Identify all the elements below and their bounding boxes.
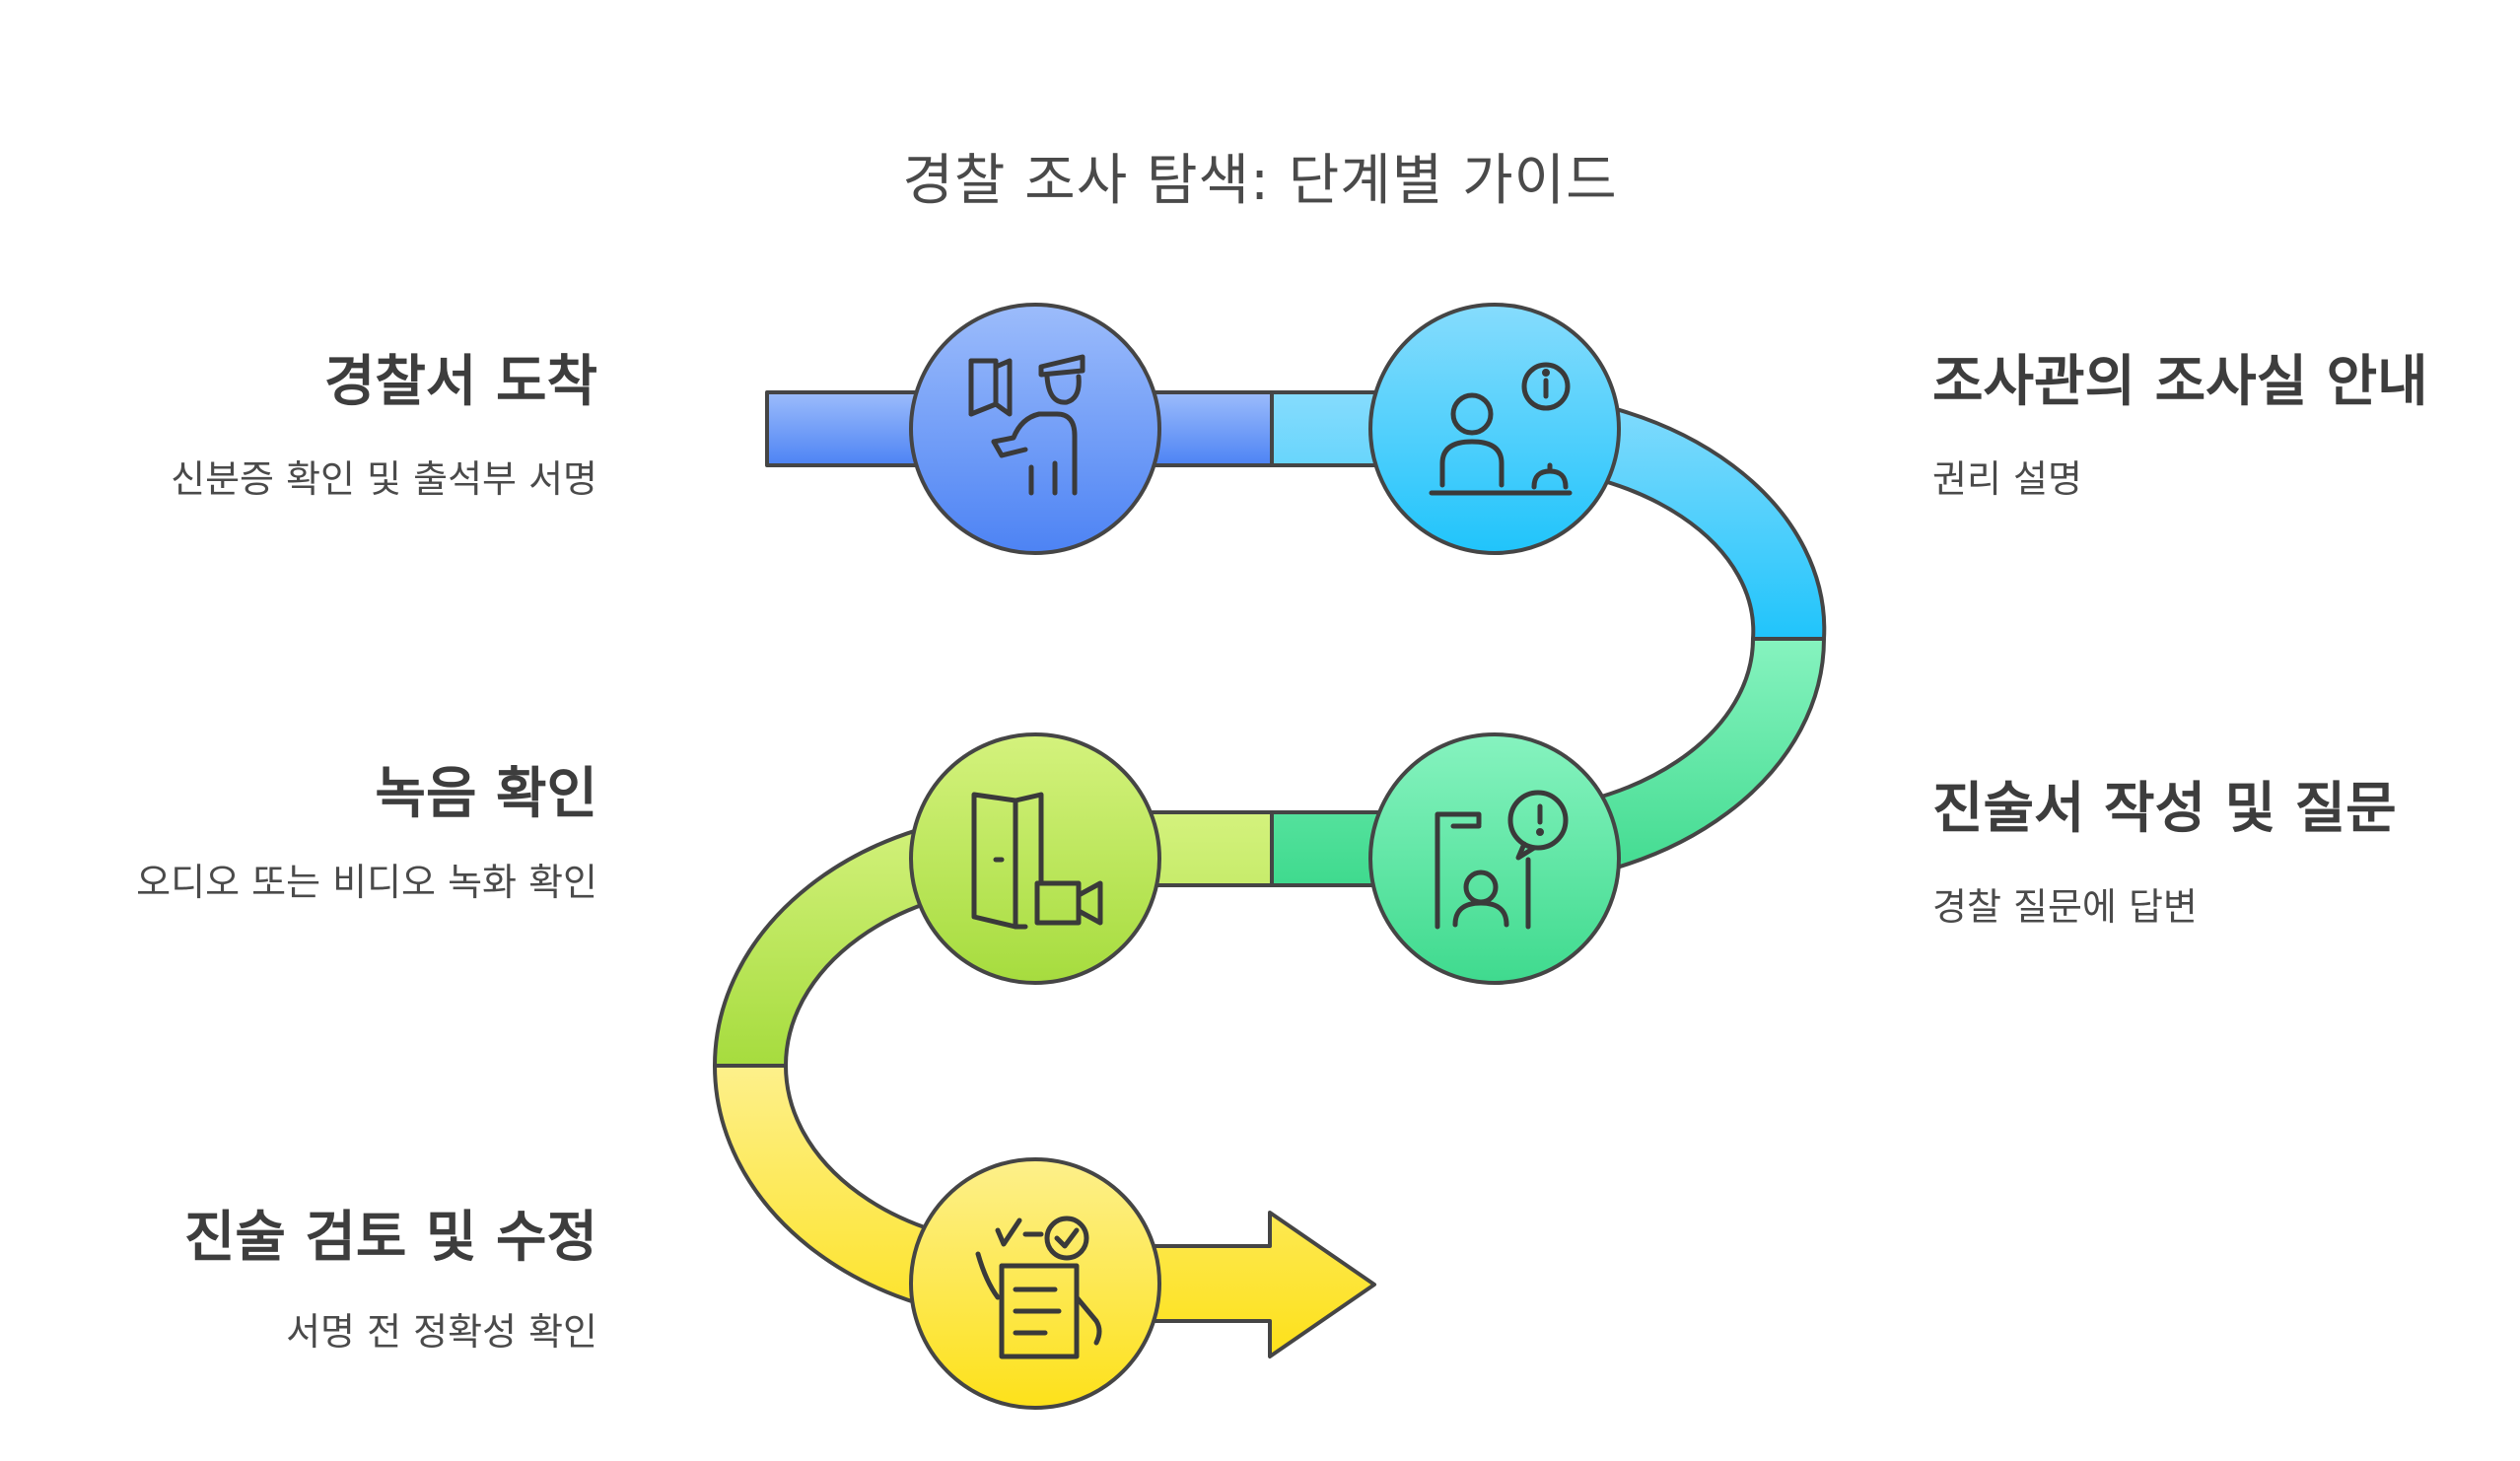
page-title: 경찰 조사 탐색: 단계별 가이드 (902, 149, 1618, 213)
step-1-title: 경찰서 도착 (323, 350, 597, 414)
step-1-circle (909, 303, 1161, 555)
step-5-description: 서명 전 정확성 확인 (286, 1310, 597, 1354)
reception-desk-info-icon (1429, 362, 1573, 496)
step-5-circle (909, 1157, 1161, 1410)
step-4-circle (909, 732, 1161, 985)
door-video-camera-icon (971, 792, 1103, 930)
step-3-title: 진술서 작성 및 질문 (1932, 777, 2397, 841)
step-5-band (713, 1064, 1376, 1358)
step-3-description: 경찰 질문에 답변 (1932, 885, 2198, 929)
step-2-circle (1368, 303, 1621, 555)
person-question-icon (1435, 790, 1569, 930)
step-4-description: 오디오 또는 비디오 녹화 확인 (136, 861, 597, 904)
step-5-title: 진술 검토 및 수정 (183, 1206, 597, 1270)
step-2-description: 권리 설명 (1932, 457, 2082, 501)
checklist-document-icon (975, 1216, 1102, 1359)
step-1-description: 신분증 확인 및 출석부 서명 (171, 457, 597, 501)
step-3-circle (1368, 732, 1621, 985)
police-officer-door-icon (968, 354, 1085, 496)
step-2-title: 조사관의 조사실 안내 (1932, 350, 2428, 414)
step-4-title: 녹음 확인 (375, 762, 597, 826)
